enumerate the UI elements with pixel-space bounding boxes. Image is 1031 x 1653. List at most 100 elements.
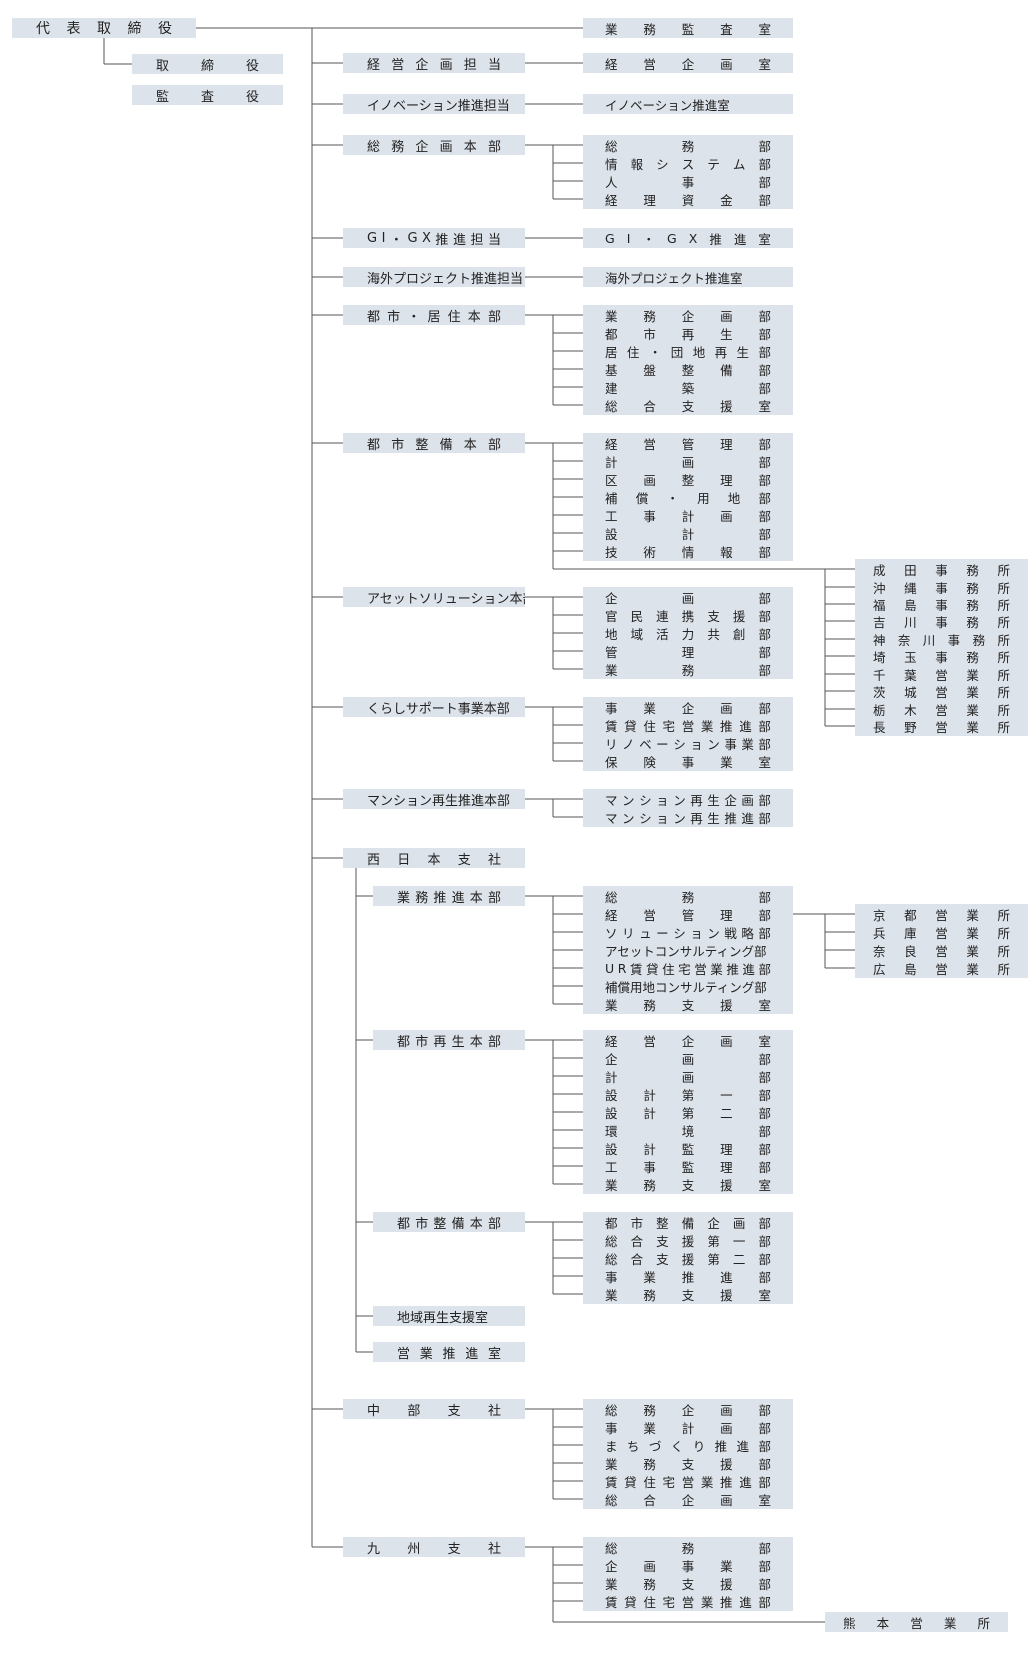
node-ky-2: 企画事業部 bbox=[583, 1555, 793, 1575]
node-nishi-saisei: 都市再生本部 bbox=[373, 1030, 525, 1050]
node-nse-4: 事業推進部 bbox=[583, 1266, 793, 1286]
node-of-3: 福島事務所 bbox=[855, 594, 1028, 614]
node-innov-tanto: イノベーション推進担当 bbox=[343, 94, 525, 114]
node-nsa-5: 設計第二部 bbox=[583, 1102, 793, 1122]
node-cb-5: 賃貸住宅営業推進部 bbox=[583, 1471, 793, 1491]
node-ng-7: 業務支援室 bbox=[583, 994, 793, 1014]
node-ky-4: 賃貸住宅営業推進部 bbox=[583, 1591, 793, 1611]
node-nishi-eigyo: 営業推進室 bbox=[373, 1342, 525, 1362]
node-somu-honbu: 総務企画本部 bbox=[343, 135, 525, 155]
node-tk-1: 業務企画部 bbox=[583, 305, 793, 325]
node-of-4: 吉川事務所 bbox=[855, 611, 1028, 631]
node-asset: アセットソリューション本部 bbox=[343, 587, 525, 607]
node-as-3: 地域活力共創部 bbox=[583, 623, 793, 643]
node-ts-5: 工事計画部 bbox=[583, 505, 793, 525]
node-nsa-7: 設計監理部 bbox=[583, 1138, 793, 1158]
node-ng-6: 補償用地コンサルティング部 bbox=[583, 976, 793, 996]
node-ku-2: 賃貸住宅営業推進部 bbox=[583, 715, 793, 735]
node-toshi-kyoju: 都市・居住本部 bbox=[343, 305, 525, 325]
node-tk-2: 都市再生部 bbox=[583, 323, 793, 343]
node-nishi-gyomu: 業務推進本部 bbox=[373, 886, 525, 906]
node-ng-2: 経営管理部 bbox=[583, 904, 793, 924]
node-ku-1: 事業企画部 bbox=[583, 697, 793, 717]
node-of-5: 神奈川事務所 bbox=[855, 629, 1028, 649]
node-ng-1: 総務部 bbox=[583, 886, 793, 906]
node-kurashi: くらしサポート事業本部 bbox=[343, 697, 525, 717]
node-nse-3: 総合支援第二部 bbox=[583, 1248, 793, 1268]
node-of-7: 千葉営業所 bbox=[855, 664, 1028, 684]
node-tk-3: 居住・団地再生部 bbox=[583, 341, 793, 361]
node-sh-1: 総務部 bbox=[583, 135, 793, 155]
node-nishi: 西日本支社 bbox=[343, 848, 525, 868]
node-of-6: 埼玉事務所 bbox=[855, 646, 1028, 666]
node-kansa: 監査役 bbox=[132, 85, 283, 105]
node-ts-6: 設計部 bbox=[583, 523, 793, 543]
node-nse-2: 総合支援第一部 bbox=[583, 1230, 793, 1250]
node-of-10: 長野営業所 bbox=[855, 716, 1028, 736]
node-toshi-seibi: 都市整備本部 bbox=[343, 433, 525, 453]
node-cb-4: 業務支援部 bbox=[583, 1453, 793, 1473]
node-torishimari: 取締役 bbox=[132, 54, 283, 74]
node-nsa-8: 工事監理部 bbox=[583, 1156, 793, 1176]
node-sh-3: 人事部 bbox=[583, 171, 793, 191]
node-of-9: 栃木営業所 bbox=[855, 699, 1028, 719]
node-gyomukansa: 業務監査室 bbox=[583, 18, 793, 38]
node-nishi-chiiki: 地域再生支援室 bbox=[373, 1306, 525, 1326]
node-of-2: 沖縄事務所 bbox=[855, 577, 1028, 597]
node-ma-1: マンション再生企画部 bbox=[583, 789, 793, 809]
node-ws-2: 兵庫営業所 bbox=[855, 922, 1028, 942]
node-tk-6: 総合支援室 bbox=[583, 395, 793, 415]
node-nse-1: 都市整備企画部 bbox=[583, 1212, 793, 1232]
node-ts-1: 経営管理部 bbox=[583, 433, 793, 453]
node-cb-6: 総合企画室 bbox=[583, 1489, 793, 1509]
node-nsa-9: 業務支援室 bbox=[583, 1174, 793, 1194]
node-nsa-3: 計画部 bbox=[583, 1066, 793, 1086]
node-mansion: マンション再生推進本部 bbox=[343, 789, 525, 809]
node-kaigai-shitsu: 海外プロジェクト推進室 bbox=[583, 267, 793, 287]
node-ku-4: 保険事業室 bbox=[583, 751, 793, 771]
node-ky-3: 業務支援部 bbox=[583, 1573, 793, 1593]
node-ku-3: リノベーション事業部 bbox=[583, 733, 793, 753]
node-cb-2: 事業計画部 bbox=[583, 1417, 793, 1437]
node-sh-2: 情報システム部 bbox=[583, 153, 793, 173]
node-kumamoto: 熊本営業所 bbox=[825, 1612, 1008, 1632]
node-tk-5: 建築部 bbox=[583, 377, 793, 397]
node-kyushu: 九州支社 bbox=[343, 1537, 525, 1557]
node-ts-2: 計画部 bbox=[583, 451, 793, 471]
node-nsa-2: 企画部 bbox=[583, 1048, 793, 1068]
node-as-2: 官民連携支援部 bbox=[583, 605, 793, 625]
node-of-8: 茨城営業所 bbox=[855, 681, 1028, 701]
node-as-1: 企画部 bbox=[583, 587, 793, 607]
node-cb-1: 総務企画部 bbox=[583, 1399, 793, 1419]
node-chubu: 中部支社 bbox=[343, 1399, 525, 1419]
node-nsa-4: 設計第一部 bbox=[583, 1084, 793, 1104]
node-ky-1: 総務部 bbox=[583, 1537, 793, 1557]
node-nishi-seibi: 都市整備本部 bbox=[373, 1212, 525, 1232]
node-ts-4: 補償・用地部 bbox=[583, 487, 793, 507]
node-cb-3: まちづくり推進部 bbox=[583, 1435, 793, 1455]
node-ts-3: 区画整理部 bbox=[583, 469, 793, 489]
node-ng-3: ソリューション戦略部 bbox=[583, 922, 793, 942]
node-tk-4: 基盤整備部 bbox=[583, 359, 793, 379]
node-ws-3: 奈良営業所 bbox=[855, 940, 1028, 960]
node-keiei-tanto: 経営企画担当 bbox=[343, 53, 525, 73]
node-nsa-1: 経営企画室 bbox=[583, 1030, 793, 1050]
node-ws-1: 京都営業所 bbox=[855, 904, 1028, 924]
node-as-4: 管理部 bbox=[583, 641, 793, 661]
node-nse-5: 業務支援室 bbox=[583, 1284, 793, 1304]
node-sh-4: 経理資金部 bbox=[583, 189, 793, 209]
node-kaigai-tanto: 海外プロジェクト推進担当 bbox=[343, 267, 525, 287]
node-ng-4: アセットコンサルティング部 bbox=[583, 940, 793, 960]
node-root: 代表取締役 bbox=[12, 18, 196, 38]
node-as-5: 業務部 bbox=[583, 659, 793, 679]
node-of-1: 成田事務所 bbox=[855, 559, 1028, 579]
node-innov-shitsu: イノベーション推進室 bbox=[583, 94, 793, 114]
node-nsa-6: 環境部 bbox=[583, 1120, 793, 1140]
node-ws-4: 広島営業所 bbox=[855, 958, 1028, 978]
node-ma-2: マンション再生推進部 bbox=[583, 807, 793, 827]
node-keiei-shitsu: 経営企画室 bbox=[583, 53, 793, 73]
